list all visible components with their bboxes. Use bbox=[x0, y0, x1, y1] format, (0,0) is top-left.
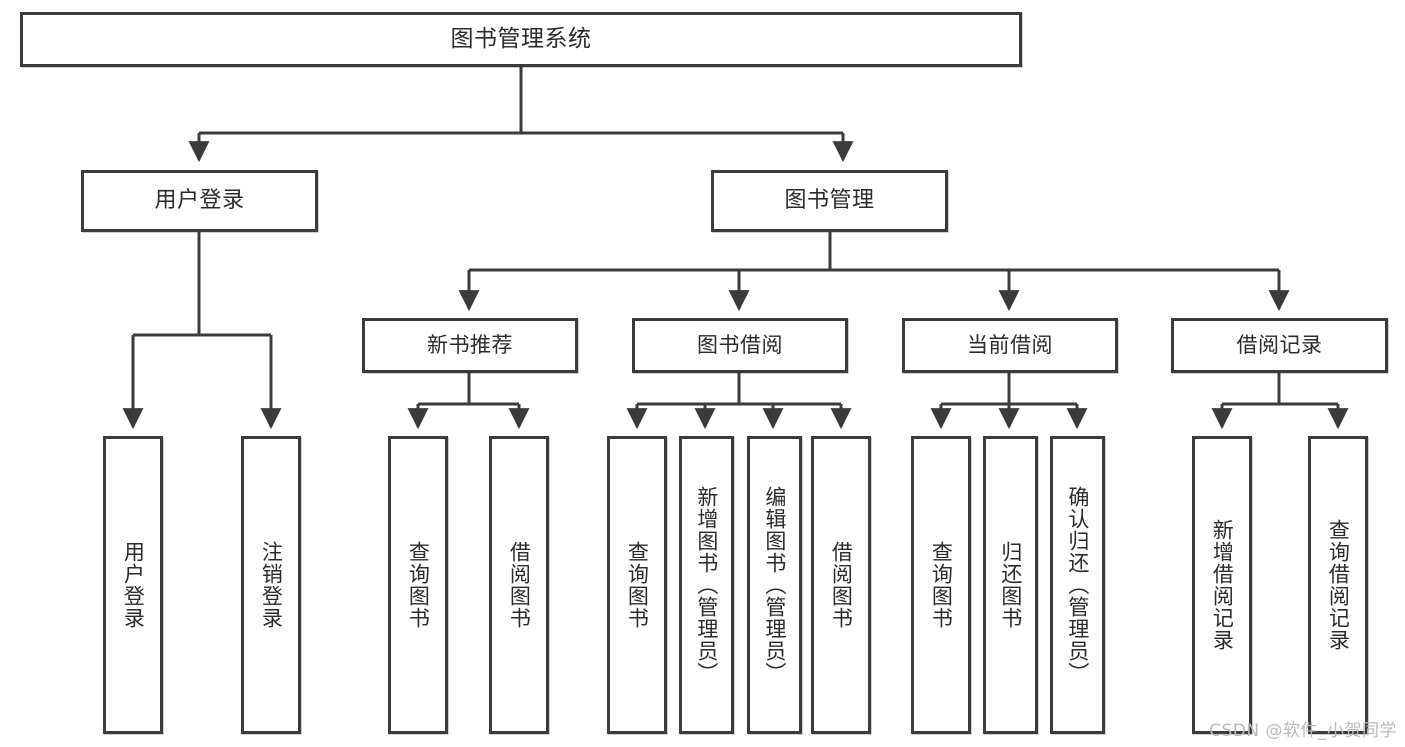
leaf-current-confirm-return-admin[interactable]: 确认归还（管理员） bbox=[1050, 436, 1105, 734]
node-label: 借阅图书 bbox=[829, 541, 854, 629]
node-label: 新增图书（管理员） bbox=[694, 486, 719, 684]
node-label: 新书推荐 bbox=[427, 333, 513, 358]
node-borrow-record[interactable]: 借阅记录 bbox=[1171, 318, 1388, 373]
leaf-borrow-query-book[interactable]: 查询图书 bbox=[607, 436, 667, 734]
leaf-logout-login[interactable]: 注销登录 bbox=[241, 436, 301, 734]
node-current-borrow[interactable]: 当前借阅 bbox=[902, 318, 1118, 373]
node-label: 用户登录 bbox=[121, 541, 146, 629]
watermark: CSDN @软件_小贺同学 bbox=[1209, 721, 1397, 741]
node-book-management[interactable]: 图书管理 bbox=[711, 170, 948, 232]
leaf-borrow-add-book-admin[interactable]: 新增图书（管理员） bbox=[679, 436, 734, 734]
node-new-book-recommend[interactable]: 新书推荐 bbox=[362, 318, 578, 373]
node-label: 图书借阅 bbox=[697, 333, 783, 358]
node-label: 注销登录 bbox=[259, 541, 284, 629]
node-label: 图书管理 bbox=[784, 188, 875, 214]
leaf-record-add-record[interactable]: 新增借阅记录 bbox=[1192, 436, 1252, 734]
node-book-borrow[interactable]: 图书借阅 bbox=[632, 318, 848, 373]
leaf-current-query-book[interactable]: 查询图书 bbox=[911, 436, 971, 734]
node-user-login[interactable]: 用户登录 bbox=[81, 170, 318, 232]
node-label: 查询借阅记录 bbox=[1326, 519, 1351, 651]
leaf-current-return-book[interactable]: 归还图书 bbox=[983, 436, 1038, 734]
node-label: 查询图书 bbox=[625, 541, 650, 629]
node-label: 查询图书 bbox=[929, 541, 954, 629]
leaf-recommend-query-book[interactable]: 查询图书 bbox=[388, 436, 448, 734]
node-label: 借阅记录 bbox=[1236, 333, 1323, 358]
leaf-recommend-borrow-book[interactable]: 借阅图书 bbox=[489, 436, 549, 734]
node-root-system[interactable]: 图书管理系统 bbox=[20, 12, 1022, 67]
leaf-borrow-edit-book-admin[interactable]: 编辑图书（管理员） bbox=[747, 436, 802, 734]
node-label: 当前借阅 bbox=[967, 333, 1053, 358]
node-label: 借阅图书 bbox=[507, 541, 532, 629]
node-label: 新增借阅记录 bbox=[1210, 519, 1235, 651]
node-label: 编辑图书（管理员） bbox=[762, 486, 787, 684]
node-label: 确认归还（管理员） bbox=[1065, 486, 1090, 684]
node-label: 用户登录 bbox=[154, 188, 245, 214]
leaf-user-login[interactable]: 用户登录 bbox=[103, 436, 163, 734]
node-label: 查询图书 bbox=[406, 541, 431, 629]
leaf-record-query-record[interactable]: 查询借阅记录 bbox=[1308, 436, 1368, 734]
node-label: 归还图书 bbox=[998, 541, 1023, 629]
node-label: 图书管理系统 bbox=[450, 26, 592, 53]
leaf-borrow-borrow-book[interactable]: 借阅图书 bbox=[811, 436, 871, 734]
